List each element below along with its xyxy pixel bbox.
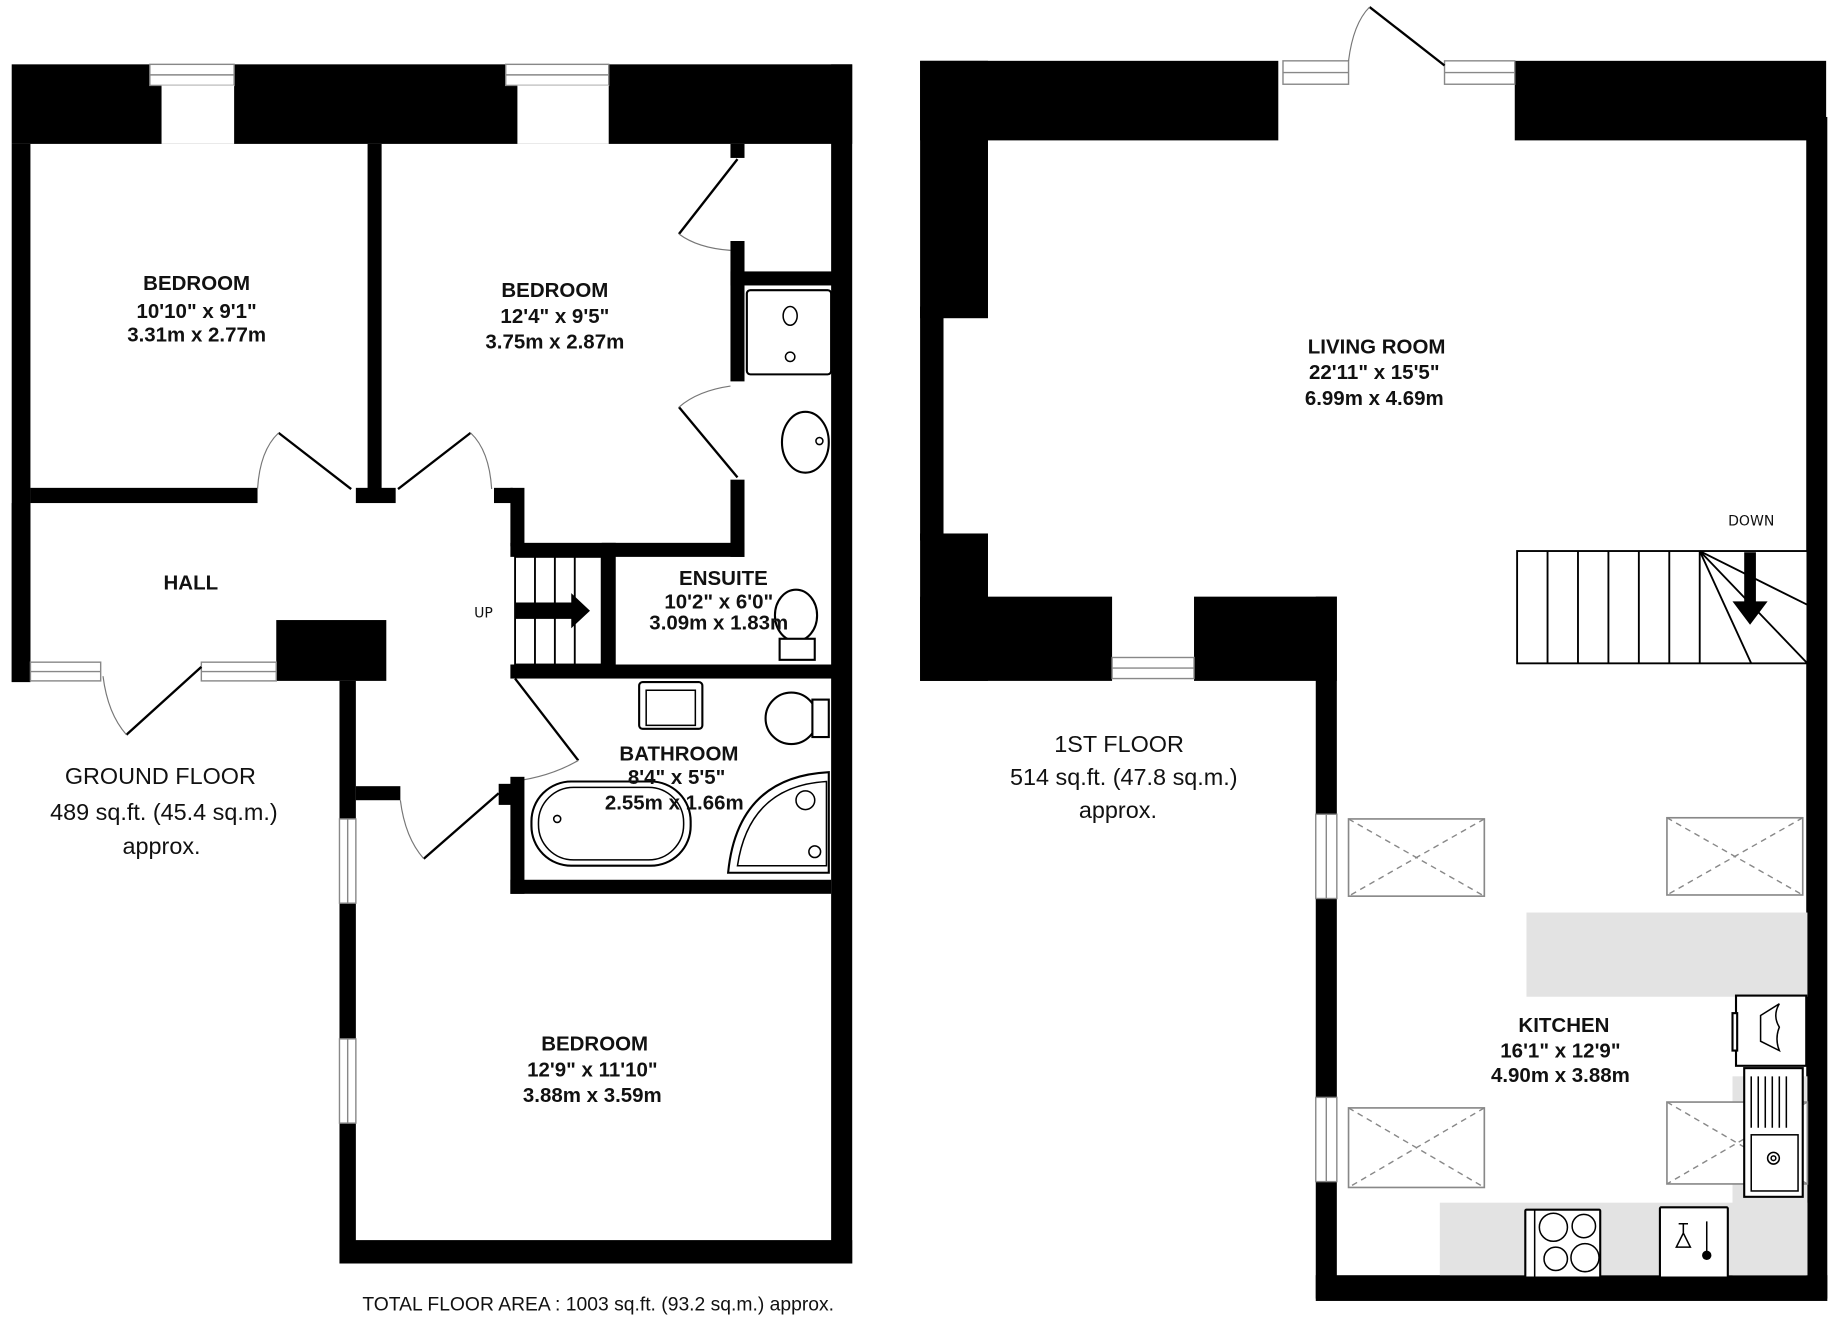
first-floor-plan: DOWN xyxy=(920,6,1828,1301)
room-hall: HALL xyxy=(164,572,219,595)
svg-text:2.55m x 1.66m: 2.55m x 1.66m xyxy=(605,792,744,815)
svg-text:3.09m x 1.83m: 3.09m x 1.83m xyxy=(649,611,788,634)
room-kitchen: KITCHEN 16'1" x 12'9" 4.90m x 3.88m xyxy=(1491,1014,1630,1087)
svg-text:GROUND FLOOR: GROUND FLOOR xyxy=(65,763,256,789)
front-door-icon xyxy=(125,665,203,736)
stairs-down-label: DOWN xyxy=(1728,513,1774,529)
room-bathroom: BATHROOM 8'4" x 5'5" 2.55m x 1.66m xyxy=(605,742,744,814)
skylight-icon xyxy=(1347,1107,1486,1189)
sink-icon xyxy=(638,681,704,730)
toilet-icon xyxy=(764,691,819,746)
room-ensuite: ENSUITE 10'2" x 6'0" 3.09m x 1.83m xyxy=(649,567,788,634)
svg-text:514 sq.ft. (47.8 sq.m.): 514 sq.ft. (47.8 sq.m.) xyxy=(1010,764,1238,790)
balcony-door-icon xyxy=(1368,6,1446,67)
room-bedroom-2: BEDROOM 12'4" x 9'5" 3.75m x 2.87m xyxy=(485,279,624,353)
fridge-icon xyxy=(1658,1206,1729,1279)
svg-text:BEDROOM: BEDROOM xyxy=(501,279,608,302)
arrow-down-icon xyxy=(1732,552,1768,625)
shower-tray-icon xyxy=(745,289,833,376)
stairs-icon xyxy=(1516,550,1809,665)
svg-text:BEDROOM: BEDROOM xyxy=(541,1033,648,1056)
svg-text:BATHROOM: BATHROOM xyxy=(619,742,738,765)
svg-text:10'2" x 6'0": 10'2" x 6'0" xyxy=(664,590,773,613)
svg-text:BEDROOM: BEDROOM xyxy=(143,272,250,295)
skylight-icon xyxy=(1666,816,1804,896)
svg-text:3.75m x 2.87m: 3.75m x 2.87m xyxy=(485,331,624,354)
arrow-right-icon xyxy=(515,593,590,629)
sink-icon xyxy=(1743,1067,1804,1198)
bath-icon xyxy=(530,780,692,867)
svg-text:LIVING ROOM: LIVING ROOM xyxy=(1308,335,1446,358)
hob-icon xyxy=(1524,1208,1602,1279)
svg-text:ENSUITE: ENSUITE xyxy=(679,567,768,590)
svg-text:8'4" x 5'5": 8'4" x 5'5" xyxy=(628,766,725,789)
skylight-icon xyxy=(1347,818,1486,897)
svg-text:4.90m x 3.88m: 4.90m x 3.88m xyxy=(1491,1064,1630,1087)
svg-text:489 sq.ft. (45.4 sq.m.): 489 sq.ft. (45.4 sq.m.) xyxy=(50,799,278,825)
total-floor-area: TOTAL FLOOR AREA : 1003 sq.ft. (93.2 sq.… xyxy=(362,1294,834,1315)
room-living-room: LIVING ROOM 22'11" x 15'5" 6.99m x 4.69m xyxy=(1305,335,1446,409)
svg-text:HALL: HALL xyxy=(164,572,219,595)
svg-text:22'11" x 15'5": 22'11" x 15'5" xyxy=(1309,361,1440,384)
svg-text:approx.: approx. xyxy=(1079,797,1157,823)
room-bedroom-1: BEDROOM 10'10" x 9'1" 3.31m x 2.77m xyxy=(127,272,266,346)
svg-text:10'10" x 9'1": 10'10" x 9'1" xyxy=(137,300,257,323)
wash-basin-icon xyxy=(780,410,830,474)
ground-floor-plan: UP xyxy=(11,63,853,1264)
ground-floor-summary: GROUND FLOOR 489 sq.ft. (45.4 sq.m.) app… xyxy=(50,763,278,859)
corner-shower-icon xyxy=(726,771,830,874)
svg-text:16'1" x 12'9": 16'1" x 12'9" xyxy=(1500,1040,1620,1063)
svg-text:12'9" x 11'10": 12'9" x 11'10" xyxy=(527,1058,658,1081)
svg-text:1ST FLOOR: 1ST FLOOR xyxy=(1054,731,1184,757)
svg-text:6.99m x 4.69m: 6.99m x 4.69m xyxy=(1305,387,1444,410)
svg-text:12'4" x 9'5": 12'4" x 9'5" xyxy=(500,305,609,328)
room-bedroom-3: BEDROOM 12'9" x 11'10" 3.88m x 3.59m xyxy=(523,1033,662,1107)
first-floor-summary: 1ST FLOOR 514 sq.ft. (47.8 sq.m.) approx… xyxy=(1010,731,1238,823)
svg-text:approx.: approx. xyxy=(123,833,201,859)
svg-text:3.31m x 2.77m: 3.31m x 2.77m xyxy=(127,324,266,347)
washing-machine-icon xyxy=(1731,994,1808,1067)
svg-text:3.88m x 3.59m: 3.88m x 3.59m xyxy=(523,1084,662,1107)
stairs-up-label: UP xyxy=(474,606,493,622)
svg-text:KITCHEN: KITCHEN xyxy=(1518,1014,1609,1037)
kitchen-island xyxy=(1526,912,1808,997)
